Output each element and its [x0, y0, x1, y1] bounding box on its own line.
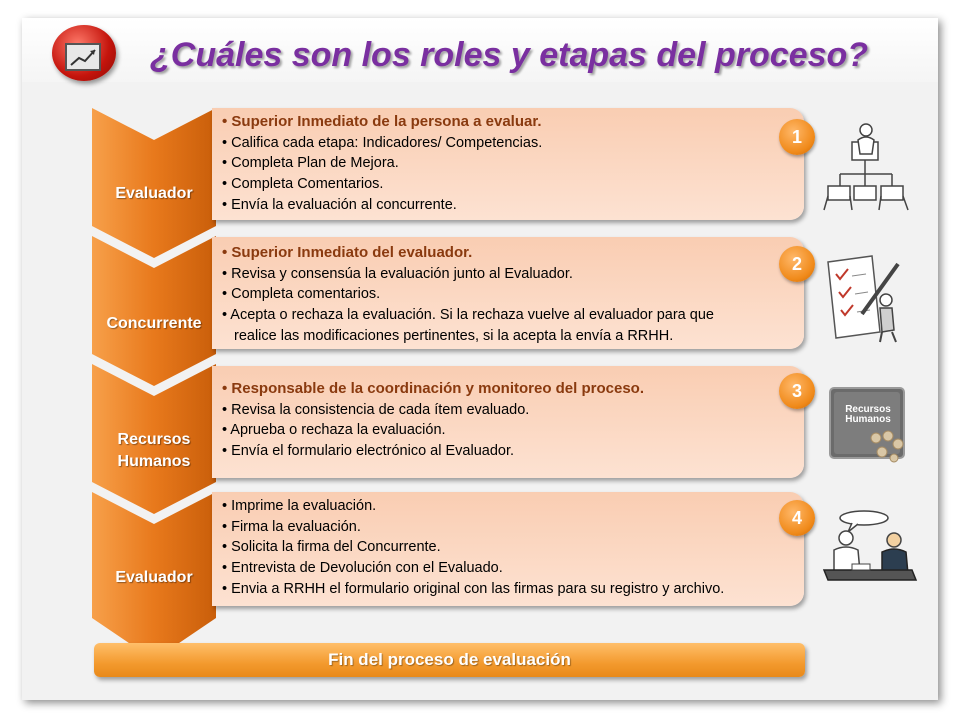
stage-line: • Revisa y consensúa la evaluación junto… — [222, 265, 573, 282]
stage-line: • Entrevista de Devolución con el Evalua… — [222, 560, 503, 577]
stage-4-role: Evaluador — [92, 567, 216, 589]
stage-1-text: • Superior Inmediato de la persona a eva… — [222, 112, 797, 216]
stage-line: realice las modificaciones pertinentes, … — [234, 327, 674, 344]
stage-3-chevron — [92, 364, 216, 514]
role-line: Concurrente — [106, 315, 202, 332]
org-chart-clipart-icon — [822, 120, 914, 221]
icon-text-line: Humanos — [845, 414, 891, 425]
stage-1-box — [212, 108, 804, 220]
stage-2-box — [212, 237, 804, 349]
stage-4-number-badge: 4 — [779, 500, 815, 536]
stage-line: • Envía el formulario electrónico al Eva… — [222, 443, 515, 460]
stage-1-number-badge: 1 — [779, 119, 815, 155]
stage-4-box — [212, 492, 804, 606]
icon-text-line: Recursos — [845, 404, 891, 415]
stage-line: • Firma la evaluación. — [222, 518, 361, 535]
stage-line: • Revisa la consistencia de cada ítem ev… — [222, 401, 530, 418]
stage-3-text: • Responsable de la coordinación y monit… — [222, 379, 797, 462]
recursos-humanos-icon — [828, 386, 910, 471]
stage-1-role: Evaluador — [92, 183, 216, 205]
stage-3-number-badge: 3 — [779, 373, 815, 409]
page-title: ¿Cuáles son los roles y etapas del proce… — [150, 36, 869, 74]
role-line: Evaluador — [115, 569, 193, 586]
stage-2-number-badge: 2 — [779, 246, 815, 282]
stage-line: • Envia a RRHH el formulario original co… — [222, 580, 725, 597]
meeting-clipart-icon — [822, 510, 918, 595]
stage-line: • Completa Comentarios. — [222, 176, 384, 193]
stage-line: • Envía la evaluación al concurrente. — [222, 196, 457, 213]
stage-4-chevron — [92, 492, 216, 660]
checklist-clipart-icon — [822, 252, 906, 349]
role-line: Evaluador — [115, 185, 193, 202]
stage-2-chevron — [92, 236, 216, 386]
stage-4-text: • Imprime la evaluación. • Firma la eval… — [222, 496, 797, 600]
stage-line: • Responsable de la coordinación y monit… — [222, 380, 645, 397]
stage-1-chevron — [92, 108, 216, 258]
stage-2-role: Concurrente — [92, 313, 216, 335]
stage-line: • Completa Plan de Mejora. — [222, 155, 399, 172]
stage-line: • Imprime la evaluación. — [222, 498, 377, 514]
role-line: Humanos — [117, 453, 191, 470]
stage-2-text: • Superior Inmediato del evaluador. • Re… — [222, 243, 797, 347]
stage-line: • Acepta o rechaza la evaluación. Si la … — [222, 307, 714, 324]
end-of-process-banner: Fin del proceso de evaluación — [94, 643, 805, 677]
stage-3-box — [212, 366, 804, 478]
stage-line: • Califica cada etapa: Indicadores/ Comp… — [222, 134, 543, 151]
stage-line: • Superior Inmediato del evaluador. — [222, 244, 473, 261]
stage-line: • Completa comentarios. — [222, 286, 381, 303]
recursos-humanos-label: Recursos Humanos — [835, 405, 901, 425]
stage-line: • Superior Inmediato de la persona a eva… — [222, 113, 542, 130]
stage-line: • Solicita la firma del Concurrente. — [222, 539, 441, 556]
stage-line: • Aprueba o rechaza la evaluación. — [222, 422, 446, 439]
title-band — [22, 18, 938, 82]
role-line: Recursos — [117, 431, 191, 448]
chart-trend-icon — [65, 43, 101, 71]
